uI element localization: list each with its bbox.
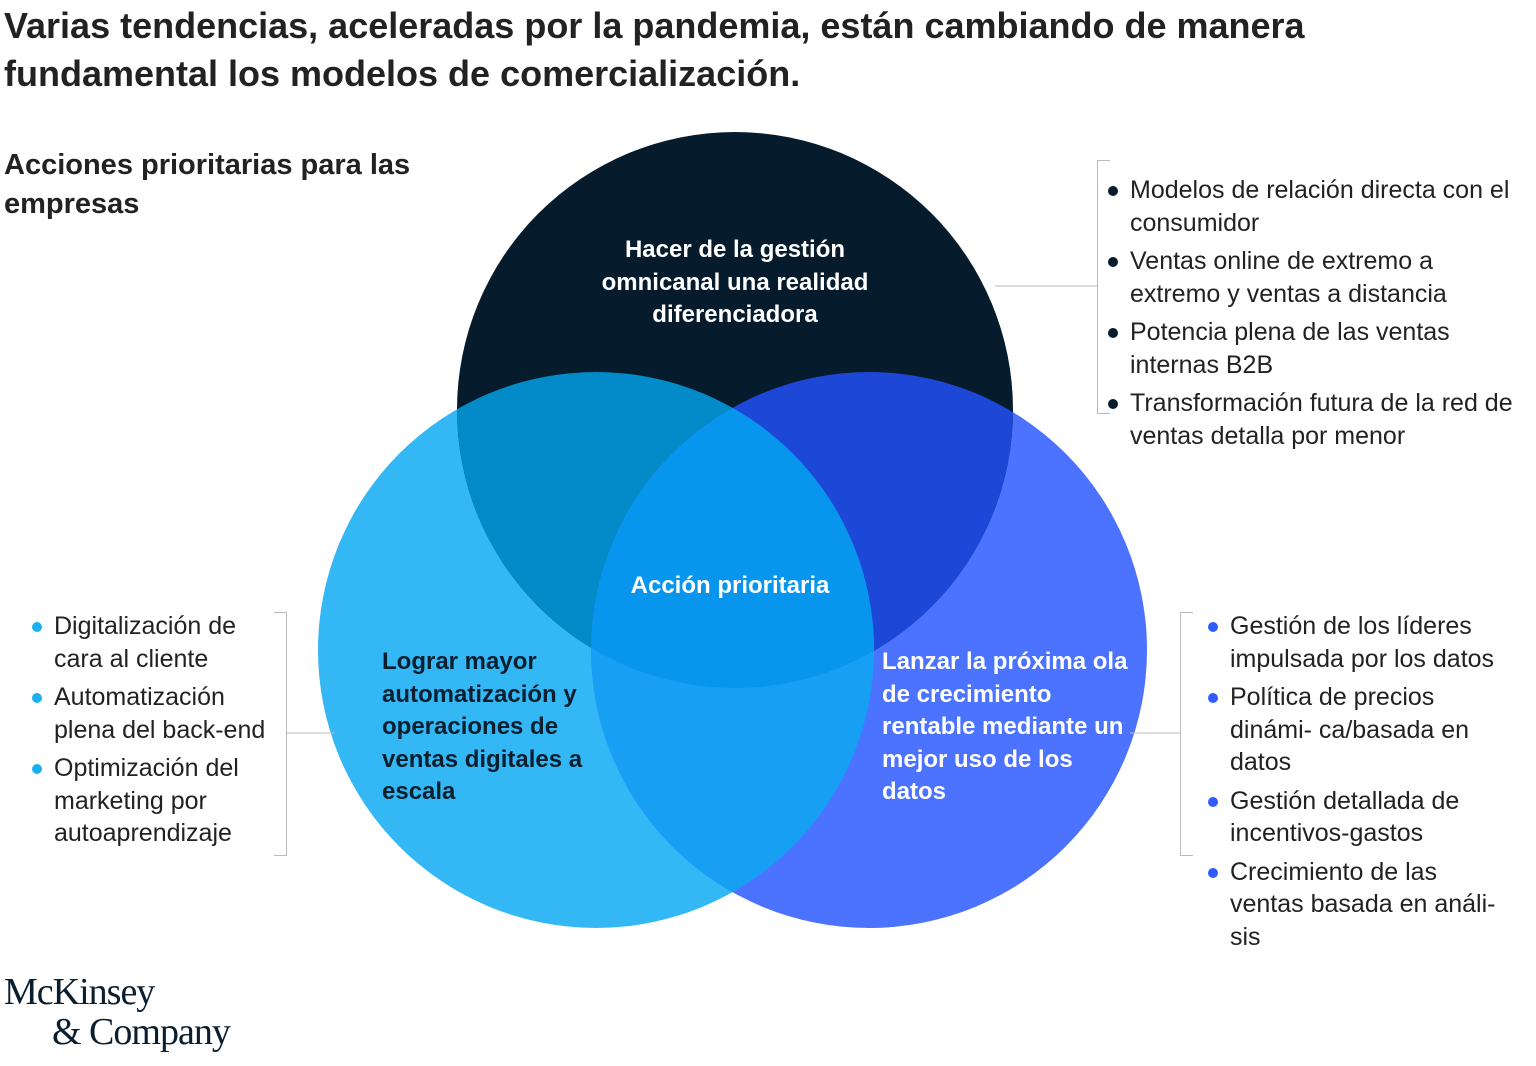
bracket-top xyxy=(1097,160,1110,414)
bullet-icon xyxy=(1208,693,1218,703)
list-item-text: Modelos de relación directa con el consu… xyxy=(1130,176,1510,237)
list-item: Gestión de los líderes impulsada por los… xyxy=(1206,610,1516,675)
list-item-text: Automatización plena del back-end xyxy=(54,683,266,744)
list-item: Digitalización de cara al cliente xyxy=(30,610,270,675)
list-item-text: Digitalización de cara al cliente xyxy=(54,612,237,673)
list-left: Digitalización de cara al cliente Automa… xyxy=(30,610,270,856)
bullet-icon xyxy=(1108,257,1118,267)
bullet-icon xyxy=(1208,622,1218,632)
circle-right-label: Lanzar la próxima ola de crecimiento ren… xyxy=(882,648,1128,805)
bracket-right xyxy=(1180,612,1193,856)
bullet-icon xyxy=(1108,328,1118,338)
bullet-icon xyxy=(1108,399,1118,409)
logo-line2: & Company xyxy=(52,1011,231,1053)
list-item-text: Crecimiento de las ventas basada en anál… xyxy=(1230,857,1496,951)
list-item-text: Potencia plena de las ventas internas B2… xyxy=(1130,318,1450,379)
subtitle: Acciones prioritarias para las empresas xyxy=(4,149,411,220)
mckinsey-logo: McKinsey & Company xyxy=(4,971,231,1053)
circle-center-label: Acción prioritaria xyxy=(630,572,830,599)
logo-line1: McKinsey xyxy=(4,971,155,1013)
list-item-text: Transformación futura de la red de venta… xyxy=(1130,389,1513,450)
overlap-center xyxy=(591,372,874,688)
circle-left-label: Lograr mayor automatización y operacione… xyxy=(382,648,583,805)
list-item: Automatización plena del back-end xyxy=(30,681,270,746)
list-item: Política de precios dinámi- ca/basada en… xyxy=(1206,681,1516,779)
list-item: Optimización del marketing por autoapren… xyxy=(30,752,270,850)
circle-top-label: Hacer de la gestión omnicanal una realid… xyxy=(601,236,869,328)
list-item-text: Gestión de los líderes impulsada por los… xyxy=(1230,612,1495,673)
list-right: Gestión de los líderes impulsada por los… xyxy=(1206,610,1516,959)
list-item-text: Optimización del marketing por autoapren… xyxy=(54,754,239,847)
list-top: Modelos de relación directa con el consu… xyxy=(1106,174,1516,458)
list-item-text: Política de precios dinámi- ca/basada en… xyxy=(1230,683,1470,776)
bullet-icon xyxy=(1208,867,1218,878)
bullet-icon xyxy=(32,764,42,774)
list-item-text: Gestión detallada de incentivos-gastos xyxy=(1230,786,1460,848)
list-item: Modelos de relación directa con el consu… xyxy=(1106,174,1516,239)
list-item: Potencia plena de las ventas internas B2… xyxy=(1106,316,1516,381)
bullet-icon xyxy=(1208,796,1218,807)
list-item: Transformación futura de la red de venta… xyxy=(1106,387,1516,452)
bullet-icon xyxy=(1108,186,1118,196)
bullet-icon xyxy=(32,622,42,632)
list-item-text: Ventas online de extremo a extremo y ven… xyxy=(1130,247,1447,308)
bullet-icon xyxy=(32,693,42,703)
list-item: Ventas online de extremo a extremo y ven… xyxy=(1106,245,1516,310)
page-title: Varias tendencias, aceleradas por la pan… xyxy=(4,5,1305,94)
list-item: Crecimiento de las ventas basada en anál… xyxy=(1206,856,1516,954)
bracket-left xyxy=(274,612,287,856)
list-item: Gestión detallada de incentivos-gastos xyxy=(1206,785,1516,850)
